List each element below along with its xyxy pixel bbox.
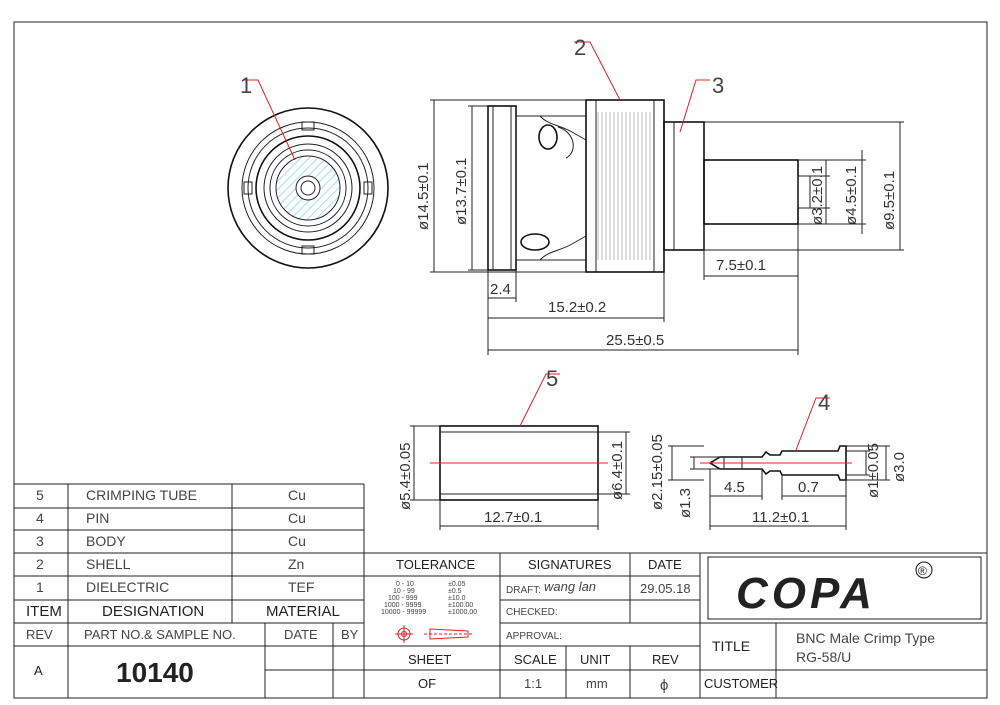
- bom-row-4-item: 4: [36, 510, 44, 526]
- draft-name: wang lan: [544, 579, 596, 594]
- side-view: [487, 99, 811, 273]
- bom-row-1-item: 1: [36, 579, 44, 595]
- draft-date: 29.05.18: [640, 581, 691, 596]
- dim-pin-d3: ø1±0.05: [865, 443, 882, 498]
- tol-range-4: 1000 - 9999: [384, 602, 421, 609]
- bom-row-3-item: 3: [36, 533, 44, 549]
- dim-front-d1: ø14.5±0.1: [415, 163, 432, 230]
- dim-len-a: 2.4: [490, 281, 511, 298]
- front-view: [227, 107, 389, 269]
- by-label: BY: [341, 627, 359, 642]
- dim-tube-len: 12.7±0.1: [484, 509, 542, 526]
- signatures-label: SIGNATURES: [528, 557, 612, 572]
- bom-row-4-material: Cu: [288, 510, 306, 526]
- bom-header-designation: DESIGNATION: [102, 603, 204, 620]
- tol-range-2: 10 - 99: [393, 588, 415, 595]
- tol-value-1: ±0.05: [448, 581, 466, 588]
- bom-grid: [14, 483, 365, 698]
- dim-rear-d2: ø4.5±0.1: [843, 166, 860, 225]
- of-label: OF: [418, 676, 436, 691]
- pin: [700, 445, 852, 481]
- dim-rear-d3: ø9.5±0.1: [881, 171, 898, 230]
- bom-row-4-designation: PIN: [86, 510, 109, 526]
- rev-label: REV: [26, 627, 53, 642]
- dim-tube-d-in: ø5.4±0.05: [397, 443, 414, 510]
- projection-symbol-icon: [395, 625, 474, 643]
- approval-label: APPROVAL:: [506, 631, 562, 642]
- tolerance-label: TOLERANCE: [396, 557, 476, 572]
- dim-pin-l3: 11.2±0.1: [752, 509, 809, 526]
- customer-label: CUSTOMER: [704, 676, 778, 691]
- bom-row-5-designation: CRIMPING TUBE: [86, 487, 197, 503]
- bom-row-2-material: Zn: [288, 556, 304, 572]
- logo-text: COPA: [736, 569, 876, 618]
- dim-pin-d2: ø1.3: [677, 488, 694, 518]
- bom-row-3-designation: BODY: [86, 533, 126, 549]
- bom-row-3-material: Cu: [288, 533, 306, 549]
- dim-front-d2: ø13.7±0.1: [453, 158, 470, 225]
- dim-len-total: 25.5±0.5: [606, 332, 664, 349]
- scale-value: 1:1: [524, 676, 542, 691]
- scale-label: SCALE: [514, 652, 557, 667]
- title-label: TITLE: [712, 638, 750, 654]
- sig-date-label: DATE: [648, 557, 682, 572]
- tol-value-4: ±100.00: [448, 602, 473, 609]
- title-line-2: RG-58/U: [796, 649, 851, 665]
- crimping-tube: [430, 425, 608, 501]
- unit-value: mm: [586, 676, 608, 691]
- dim-len-crimp: 7.5±0.1: [716, 257, 766, 274]
- callout-2: 2: [574, 35, 586, 60]
- title-line-1: BNC Male Crimp Type: [796, 630, 935, 646]
- date-label: DATE: [284, 627, 318, 642]
- dim-pin-d1: ø2.15±0.05: [649, 434, 666, 510]
- part-no-label: PART NO.& SAMPLE NO.: [84, 627, 236, 642]
- bom-row-1-designation: DIELECTRIC: [86, 579, 169, 595]
- registered-mark: ®: [918, 564, 927, 578]
- callout-3: 3: [712, 73, 724, 98]
- dim-pin-d4: ø3.0: [891, 452, 908, 482]
- tol-value-2: ±0.5: [448, 588, 462, 595]
- rev-value-2: ϕ: [660, 677, 668, 694]
- callout-5: 5: [546, 366, 558, 391]
- sheet-label: SHEET: [408, 652, 451, 667]
- callout-4: 4: [818, 390, 830, 415]
- dim-rear-d1: ø3.2±0.1: [809, 166, 826, 225]
- dim-pin-l2: 0.7: [798, 479, 819, 496]
- tol-value-5: ±1000.00: [448, 609, 477, 616]
- tol-value-3: ±10.0: [448, 595, 466, 602]
- bom-header-material: MATERIAL: [266, 603, 340, 620]
- unit-label: UNIT: [580, 652, 610, 667]
- draft-label: DRAFT:: [506, 585, 541, 596]
- bom-header-item: ITEM: [26, 603, 62, 620]
- dim-len-b: 15.2±0.2: [548, 299, 606, 316]
- bom-row-2-item: 2: [36, 556, 44, 572]
- checked-label: CHECKED:: [506, 607, 558, 618]
- rev-label-2: REV: [652, 652, 679, 667]
- tol-range-1: 0 - 10: [396, 581, 414, 588]
- bom-row-2-designation: SHELL: [86, 556, 131, 572]
- copa-logo: COPA ®: [736, 561, 933, 618]
- title-block-grid: [364, 552, 987, 698]
- bom-row-1-material: TEF: [288, 579, 314, 595]
- tol-range-5: 10000 - 99999: [381, 609, 426, 616]
- dim-tube-d-out: ø6.4±0.1: [609, 441, 626, 500]
- dim-pin-l1: 4.5: [724, 479, 745, 496]
- bom-row-5-item: 5: [36, 487, 44, 503]
- tol-range-3: 100 - 999: [388, 595, 418, 602]
- part-number: 10140: [116, 657, 194, 688]
- callout-1: 1: [240, 73, 252, 98]
- rev-value: A: [34, 663, 43, 678]
- bom-row-5-material: Cu: [288, 487, 306, 503]
